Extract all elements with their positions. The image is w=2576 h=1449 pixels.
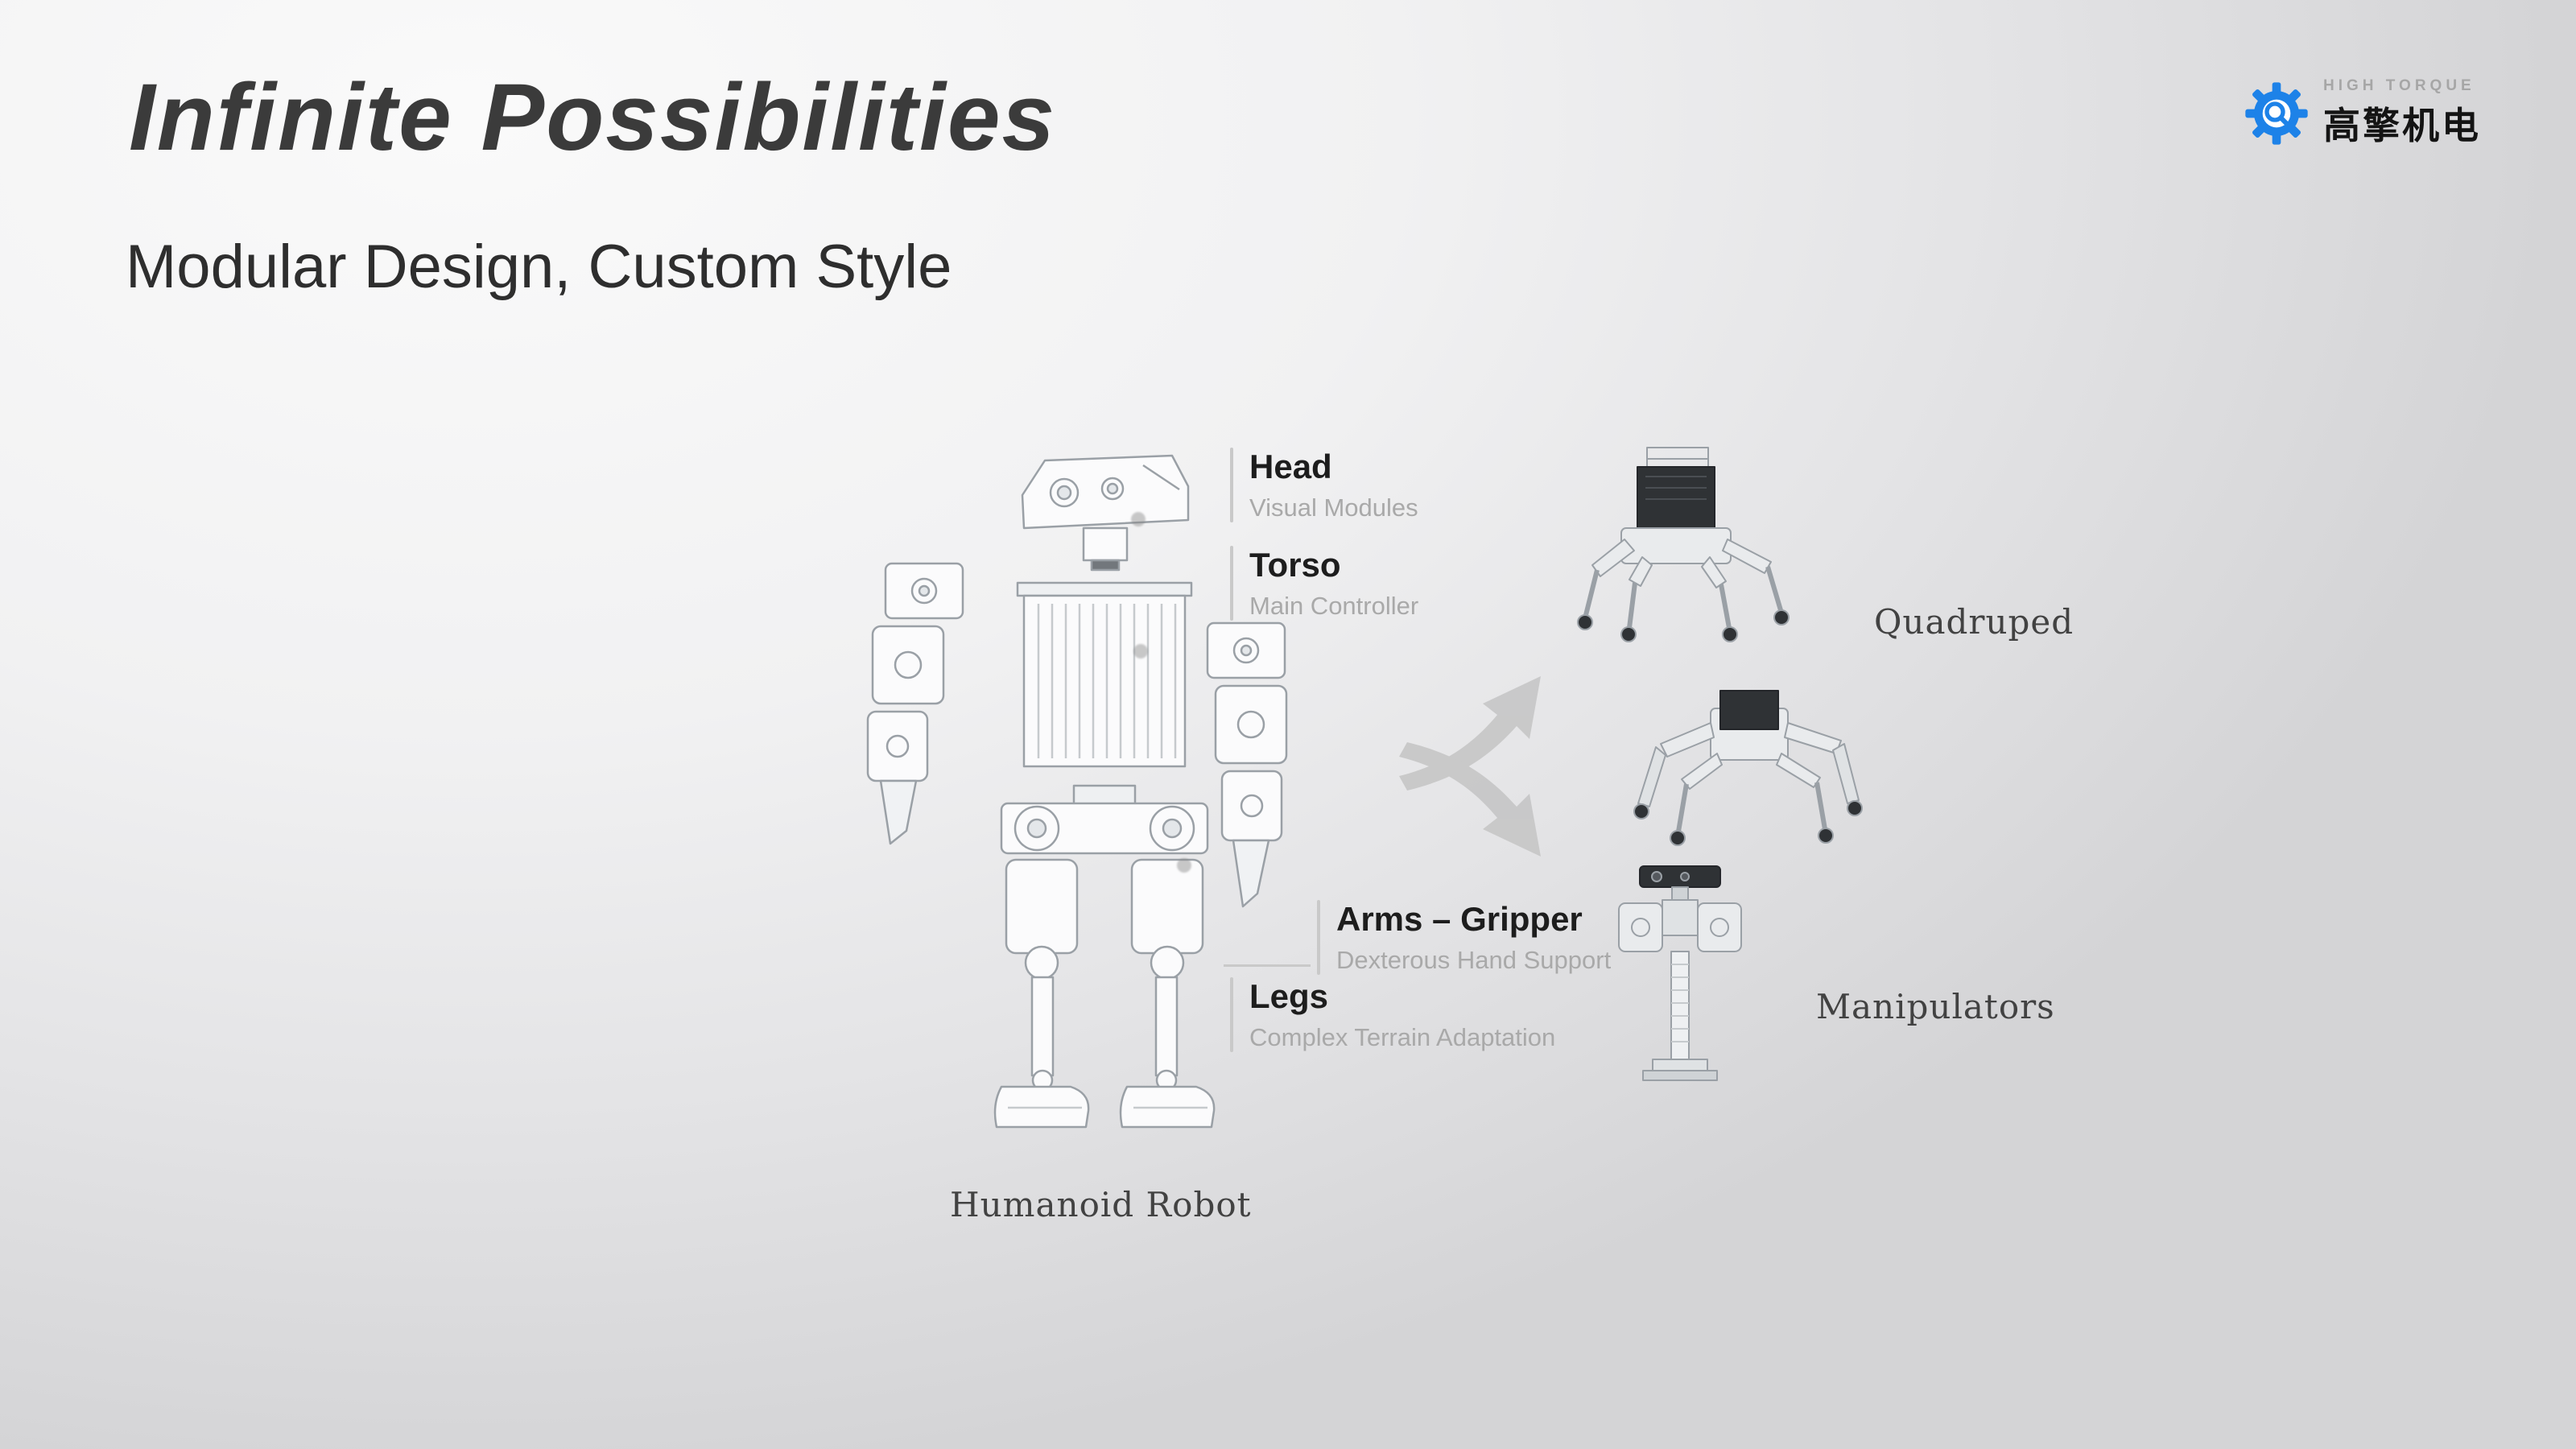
quadruped-robot-standing-illustration (1577, 447, 1790, 642)
label-torso: Torso Main Controller (1230, 546, 1418, 621)
label-legs: Legs Complex Terrain Adaptation (1230, 977, 1555, 1052)
label-arms-gripper: Arms – Gripper Dexterous Hand Support (1317, 900, 1611, 975)
caption-humanoid-robot: Humanoid Robot (950, 1185, 1252, 1224)
part-description: Dexterous Hand Support (1336, 946, 1612, 974)
quadruped-robot-crouched-illustration (1633, 690, 1863, 846)
leader-line (1230, 546, 1233, 621)
manipulator-robot-illustration (1618, 865, 1742, 1081)
humanoid-legs-part (993, 784, 1216, 1129)
humanoid-torso-part (1016, 581, 1193, 768)
leader-dot-head (1131, 512, 1146, 526)
leader-line (1230, 977, 1233, 1052)
humanoid-left-arm-part (866, 562, 964, 845)
branching-arrow-icon (1399, 676, 1541, 857)
leader-dot-hip (1177, 858, 1191, 873)
part-name: Torso (1249, 546, 1341, 584)
humanoid-head-part (1021, 454, 1190, 572)
brand-logo: HIGH TORQUE 高擎机电 (2244, 77, 2481, 150)
part-name: Head (1249, 448, 1332, 485)
humanoid-robot-illustration (866, 454, 1288, 1129)
caption-quadruped: Quadruped (1874, 602, 2074, 642)
brand-text: HIGH TORQUE 高擎机电 (2323, 77, 2481, 150)
part-name: Arms – Gripper (1336, 900, 1583, 938)
label-arms-text: Arms – Gripper Dexterous Hand Support (1336, 900, 1611, 975)
caption-manipulators: Manipulators (1816, 987, 2055, 1026)
brand-name-en: HIGH TORQUE (2323, 77, 2475, 94)
gear-magnifier-logo-icon (2245, 82, 2308, 145)
label-head: Head Visual Modules (1230, 448, 1418, 522)
brand-name-cn: 高擎机电 (2323, 105, 2481, 147)
leader-line-arms (1224, 964, 1311, 967)
page-title: Infinite Possibilities (129, 64, 1057, 171)
label-head-text: Head Visual Modules (1249, 448, 1418, 522)
page-subtitle: Modular Design, Custom Style (126, 233, 952, 301)
label-torso-text: Torso Main Controller (1249, 546, 1418, 621)
leader-dot-torso (1133, 644, 1148, 658)
part-description: Visual Modules (1249, 493, 1418, 522)
part-description: Main Controller (1249, 592, 1419, 620)
label-legs-text: Legs Complex Terrain Adaptation (1249, 977, 1555, 1052)
part-description: Complex Terrain Adaptation (1249, 1023, 1556, 1051)
leader-line (1230, 448, 1233, 522)
part-name: Legs (1249, 977, 1329, 1015)
leader-line (1317, 900, 1320, 975)
humanoid-right-arm-part (1206, 621, 1288, 908)
